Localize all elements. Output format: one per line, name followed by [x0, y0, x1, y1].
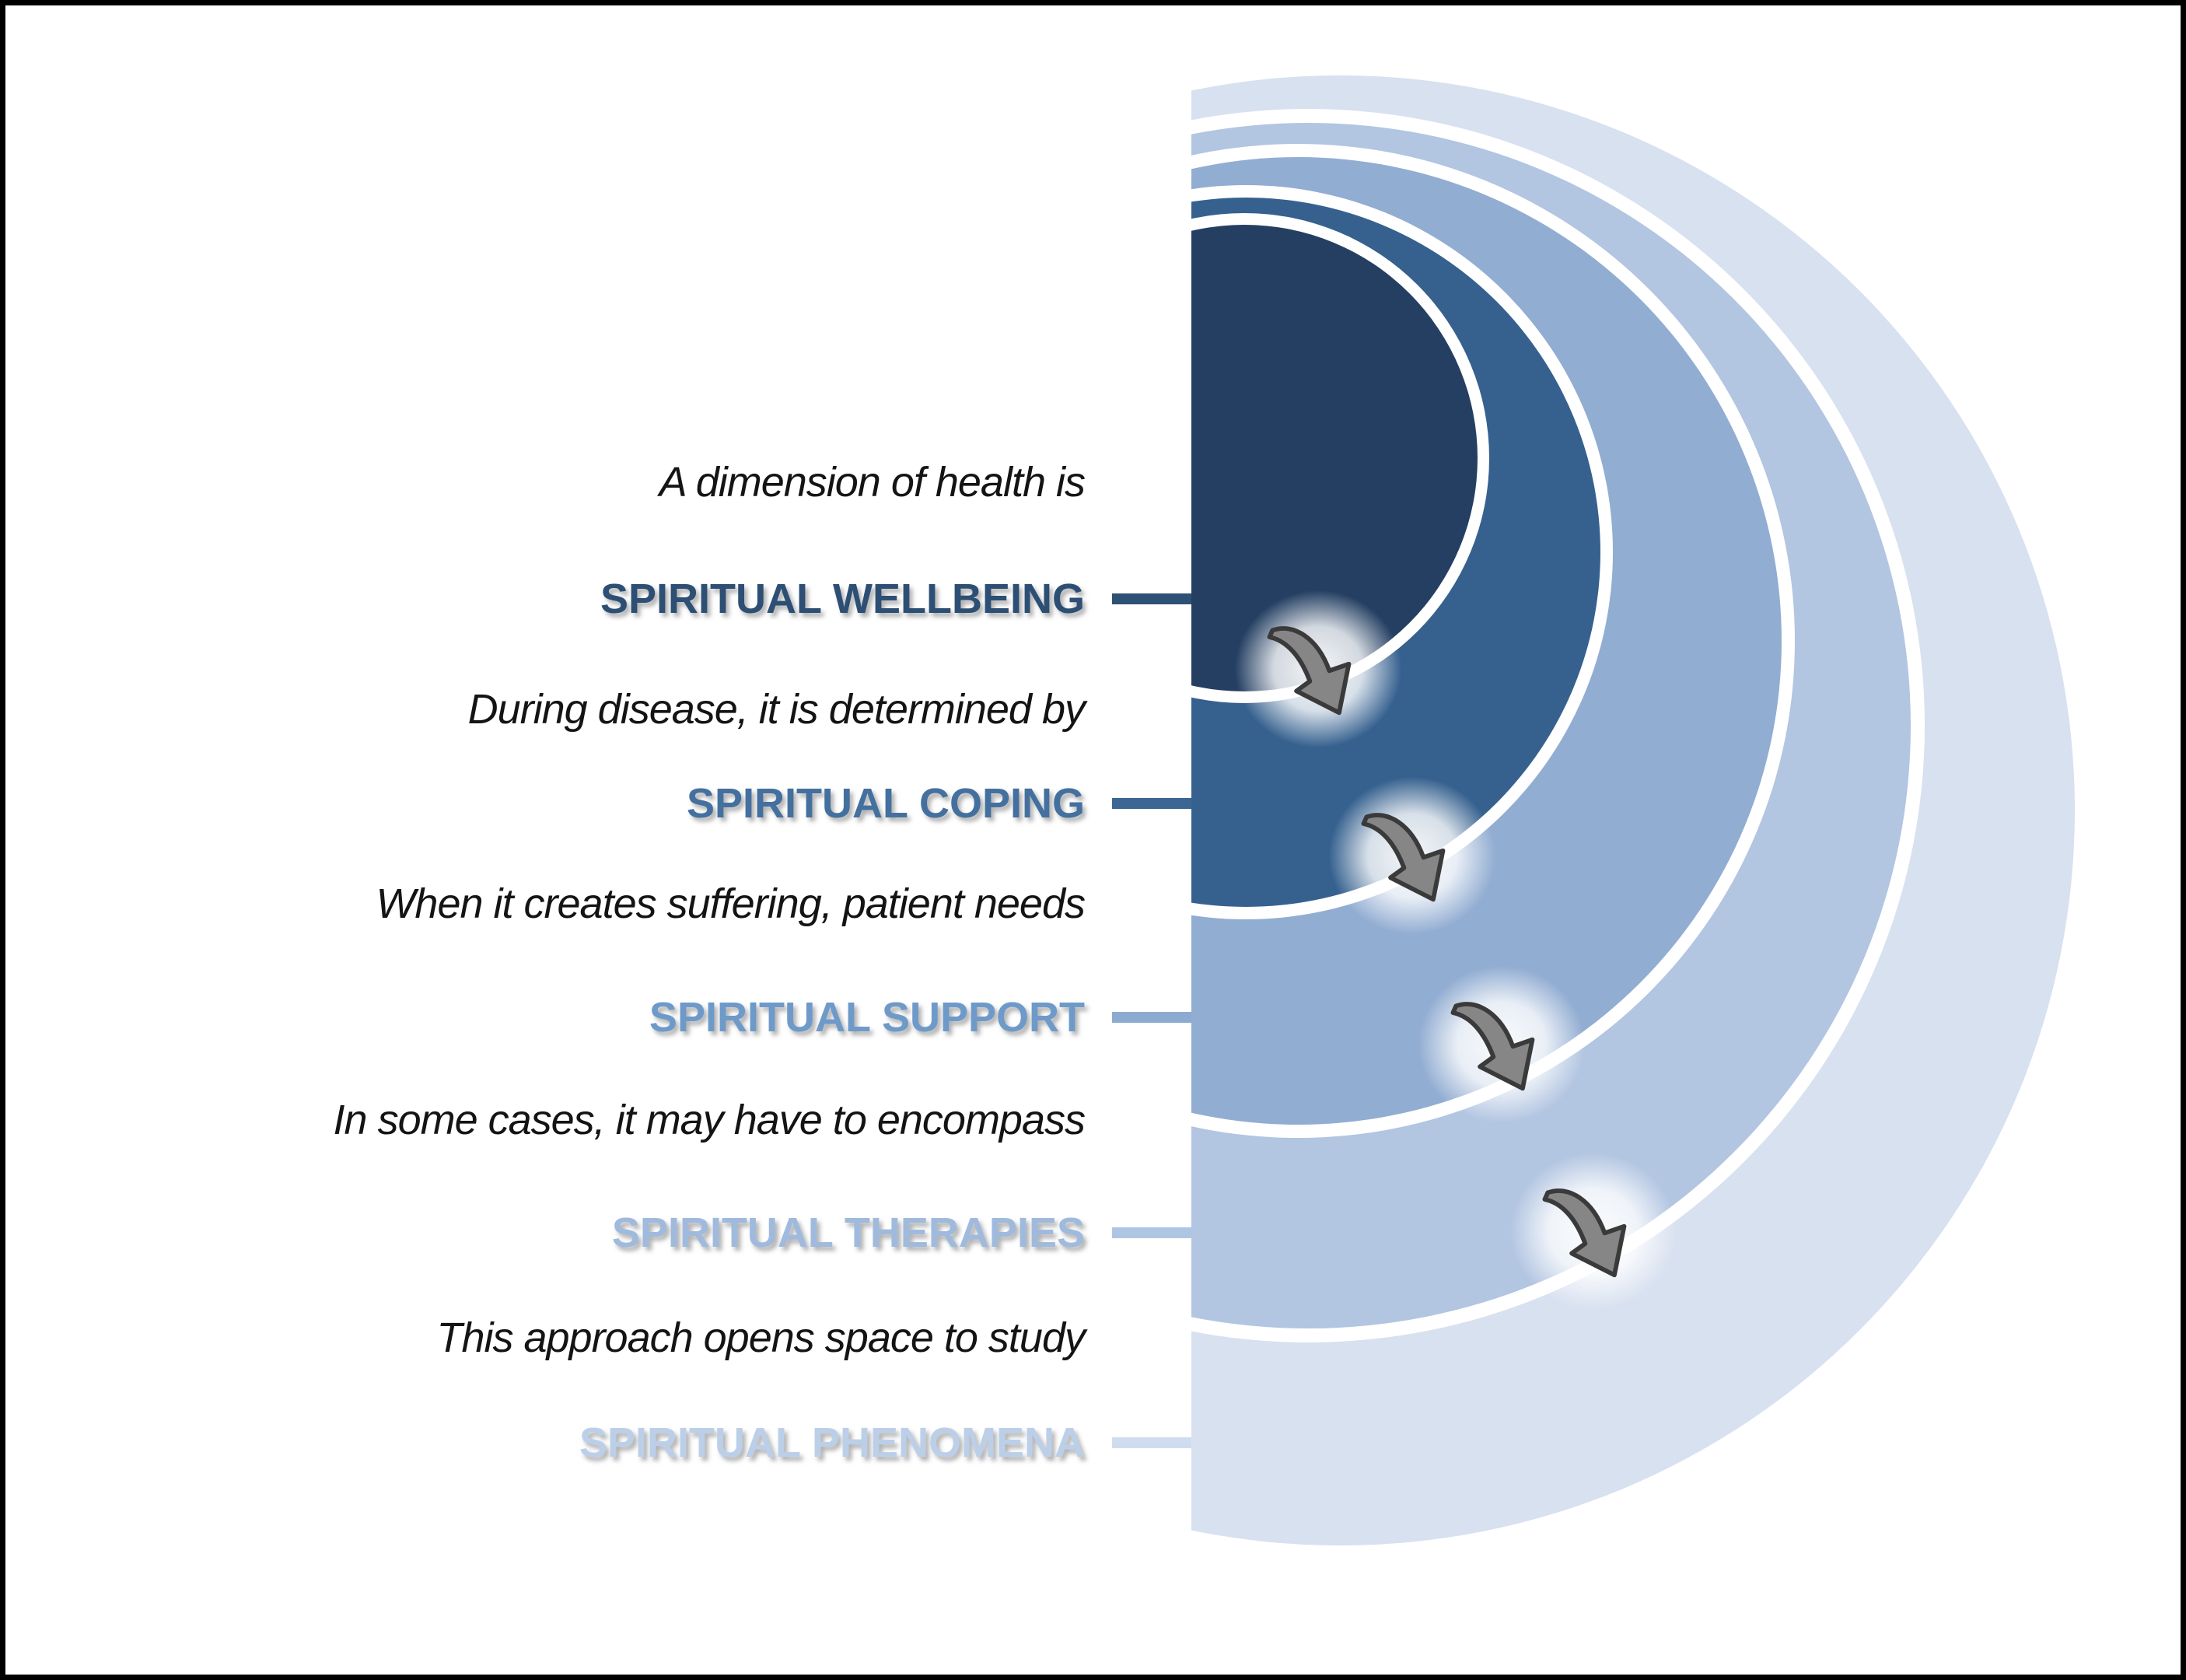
label-spiritual-wellbeing: SPIRITUAL WELLBEING	[600, 576, 1085, 622]
connector-spiritual-support	[1112, 1012, 1193, 1023]
curved-arrow-icon	[1482, 1126, 1705, 1336]
curved-arrow-icon	[1301, 751, 1523, 961]
connector-spiritual-therapies	[1112, 1227, 1193, 1238]
connector-spiritual-coping	[1112, 798, 1193, 809]
caption-dimension-of-health: A dimension of health is	[659, 459, 1086, 506]
label-spiritual-support: SPIRITUAL SUPPORT	[649, 994, 1085, 1041]
caption-some-cases: In some cases, it may have to encompass	[333, 1097, 1086, 1143]
label-spiritual-therapies: SPIRITUAL THERAPIES	[611, 1209, 1085, 1256]
caption-creates-suffering: When it creates suffering, patient needs	[376, 880, 1086, 927]
caption-opens-space: This approach opens space to study	[436, 1314, 1086, 1361]
curved-arrow-icon	[1207, 564, 1429, 774]
rings-group	[1191, 0, 2186, 1680]
label-spiritual-coping: SPIRITUAL COPING	[686, 780, 1085, 827]
connector-spiritual-wellbeing	[1112, 593, 1193, 604]
caption-during-disease: During disease, it is determined by	[467, 686, 1086, 733]
connector-spiritual-phenomena	[1112, 1437, 1193, 1448]
label-spiritual-phenomena: SPIRITUAL PHENOMENA	[579, 1419, 1085, 1466]
curved-arrow-icon	[1390, 940, 1613, 1150]
